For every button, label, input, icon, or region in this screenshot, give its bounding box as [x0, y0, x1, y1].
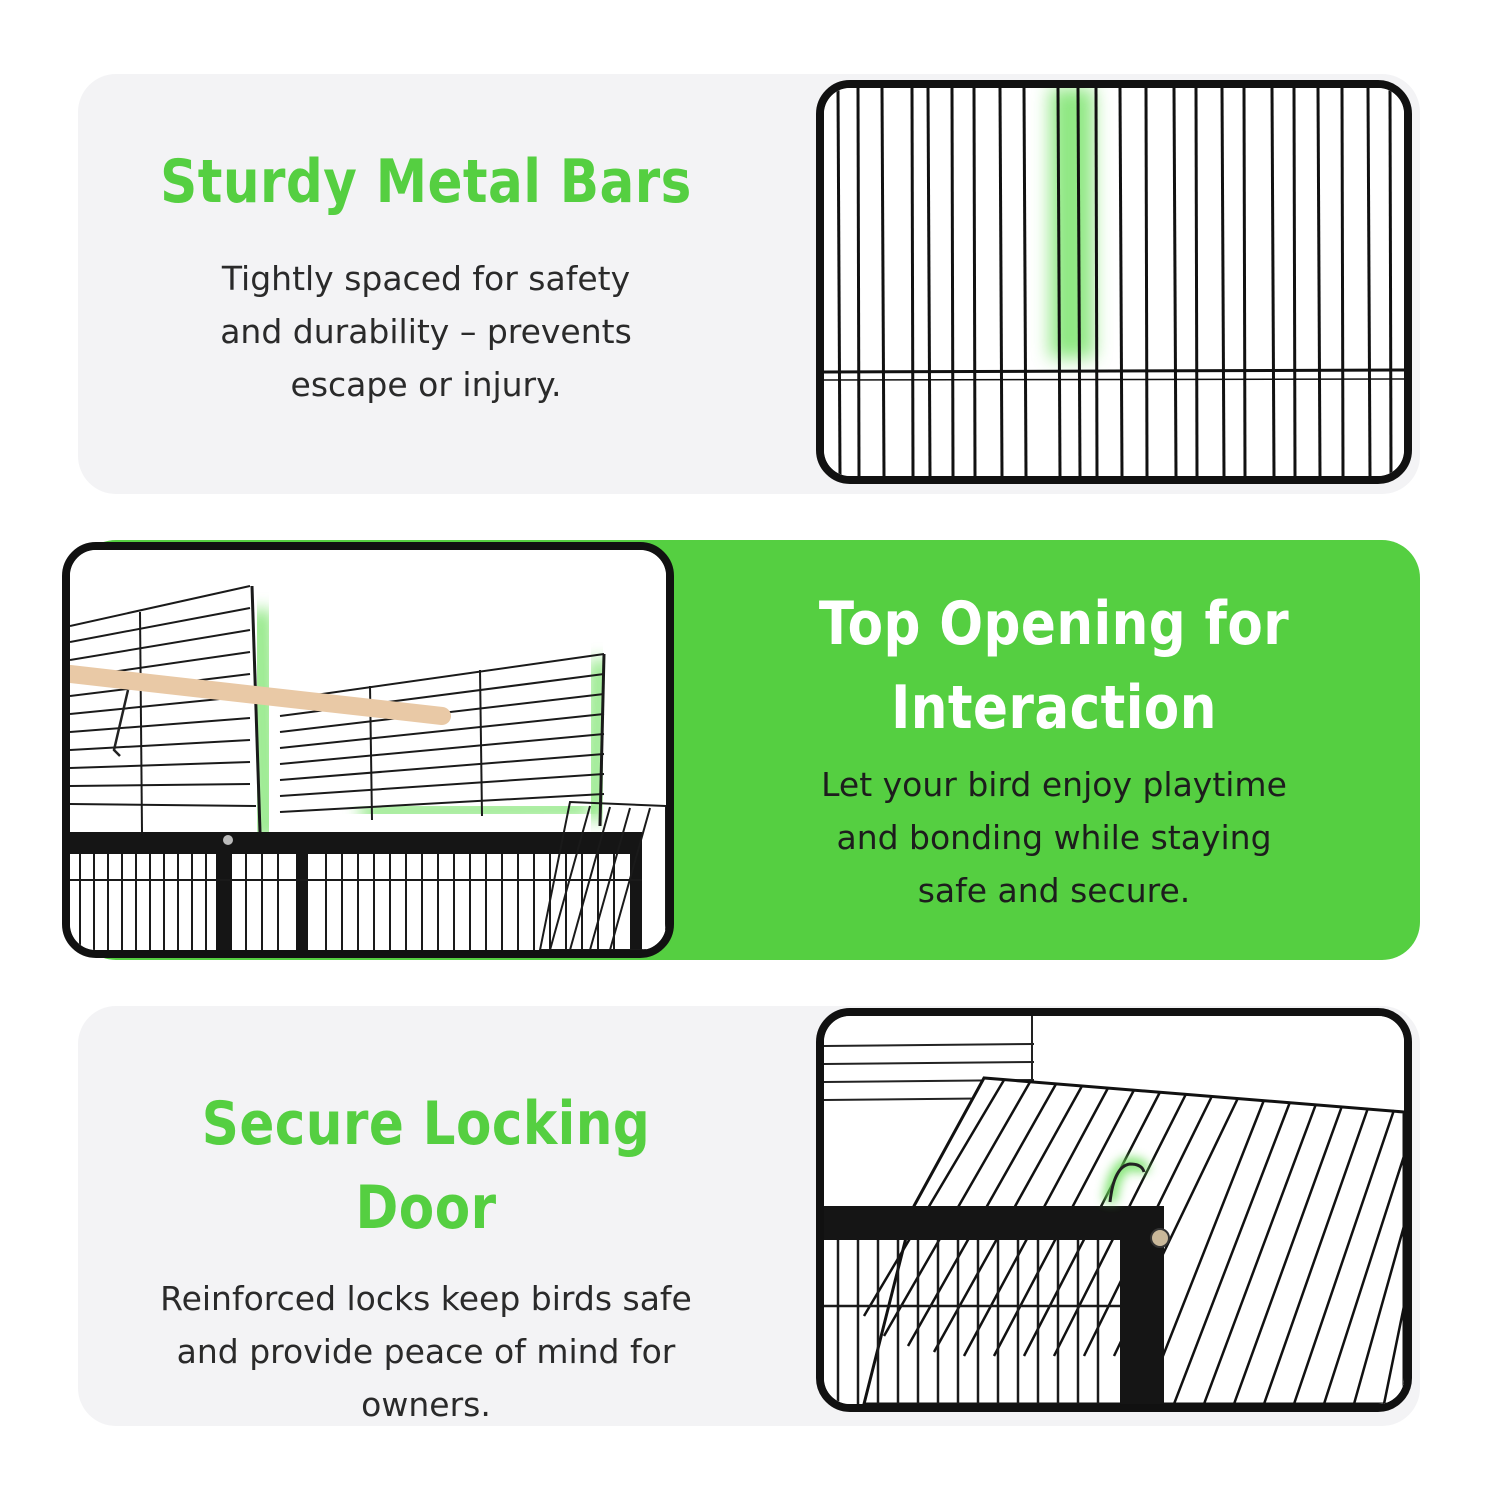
feature-text-block: Secure Locking Door Reinforced locks kee… [106, 1082, 746, 1431]
feature-description-line: escape or injury. [290, 365, 562, 404]
feature-description-line: owners. [361, 1385, 491, 1424]
feature-title-line: Top Opening for [818, 589, 1290, 659]
feature-description-line: and bonding while staying [836, 818, 1272, 857]
feature-description-line: Reinforced locks keep birds safe [160, 1279, 692, 1318]
cage-door-latch-photo [816, 1008, 1412, 1412]
feature-text-block: Sturdy Metal Bars Tightly spaced for saf… [106, 140, 746, 411]
top-opening-image [70, 550, 666, 950]
feature-description-line: Tightly spaced for safety [221, 259, 631, 298]
feature-title: Sturdy Metal Bars [160, 147, 692, 217]
feature-description-line: and provide peace of mind for [176, 1332, 676, 1371]
cage-top-opening-photo [62, 542, 674, 958]
feature-description-line: safe and secure. [917, 871, 1191, 910]
feature-description-line: and durability – prevents [220, 312, 632, 351]
feature-text-block: Top Opening for Interaction Let your bir… [734, 582, 1374, 917]
feature-description-line: Let your bird enjoy playtime [821, 765, 1287, 804]
door-latch-image [824, 1016, 1404, 1404]
feature-title-line: Interaction [891, 673, 1217, 743]
feature-title: Secure Locking Door [201, 1089, 651, 1243]
cage-bars-photo [816, 80, 1412, 484]
vertical-bars-image [824, 88, 1404, 476]
